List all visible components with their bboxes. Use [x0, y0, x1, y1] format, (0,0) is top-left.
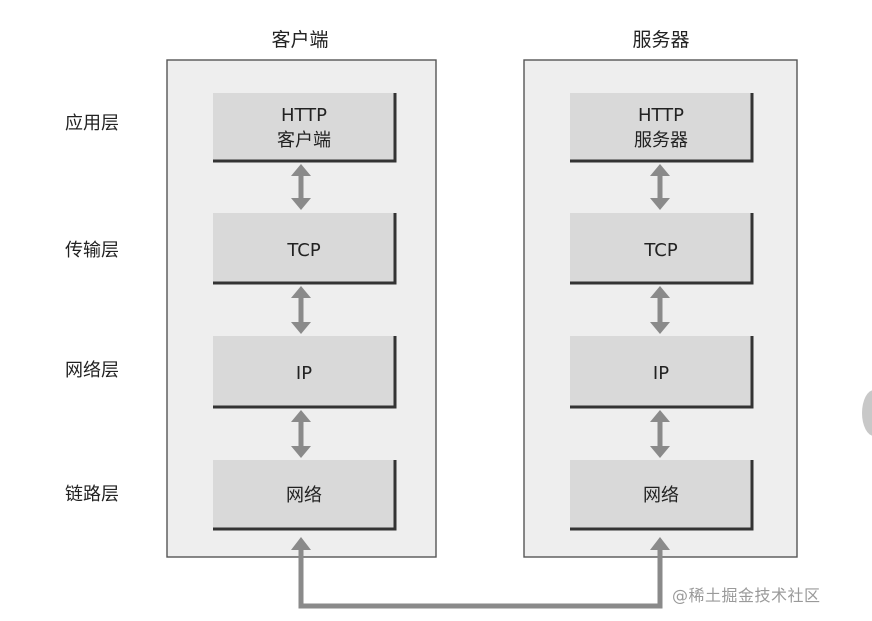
client-box-http: HTTP 客户端	[213, 93, 397, 163]
server-arrow-transport-network	[650, 286, 670, 334]
client-box-tcp: TCP	[213, 213, 397, 285]
client-arrow-network-link	[291, 410, 311, 458]
server-column-title: 服务器	[632, 29, 689, 51]
client-column-title: 客户端	[271, 29, 328, 51]
physical-link-connector	[291, 537, 670, 609]
layer-label-transport: 传输层	[65, 240, 119, 261]
client-box-http-line2: 客户端	[277, 130, 331, 151]
server-box-ip-label: IP	[653, 363, 669, 384]
server-box-http: HTTP 服务器	[570, 93, 754, 163]
client-box-tcp-label: TCP	[286, 240, 321, 261]
client-box-ip: IP	[213, 336, 397, 409]
server-arrow-app-transport	[650, 164, 670, 210]
client-arrow-transport-network	[291, 286, 311, 334]
server-box-http-line1: HTTP	[638, 105, 684, 126]
watermark-text: @稀土掘金技术社区	[672, 586, 821, 605]
layer-label-network: 网络层	[65, 360, 119, 381]
client-box-ip-label: IP	[296, 363, 312, 384]
layer-label-application: 应用层	[65, 113, 119, 134]
server-box-tcp-label: TCP	[643, 240, 678, 261]
server-box-network: 网络	[570, 460, 754, 531]
server-box-http-line2: 服务器	[634, 130, 688, 151]
server-box-tcp: TCP	[570, 213, 754, 285]
server-box-network-label: 网络	[643, 485, 679, 506]
client-box-network: 网络	[213, 460, 397, 531]
edge-decoration	[862, 390, 872, 436]
server-box-ip: IP	[570, 336, 754, 409]
client-arrow-app-transport	[291, 164, 311, 210]
layer-label-link: 链路层	[65, 484, 119, 505]
client-box-network-label: 网络	[286, 485, 322, 506]
server-arrow-network-link	[650, 410, 670, 458]
client-box-http-line1: HTTP	[281, 105, 327, 126]
